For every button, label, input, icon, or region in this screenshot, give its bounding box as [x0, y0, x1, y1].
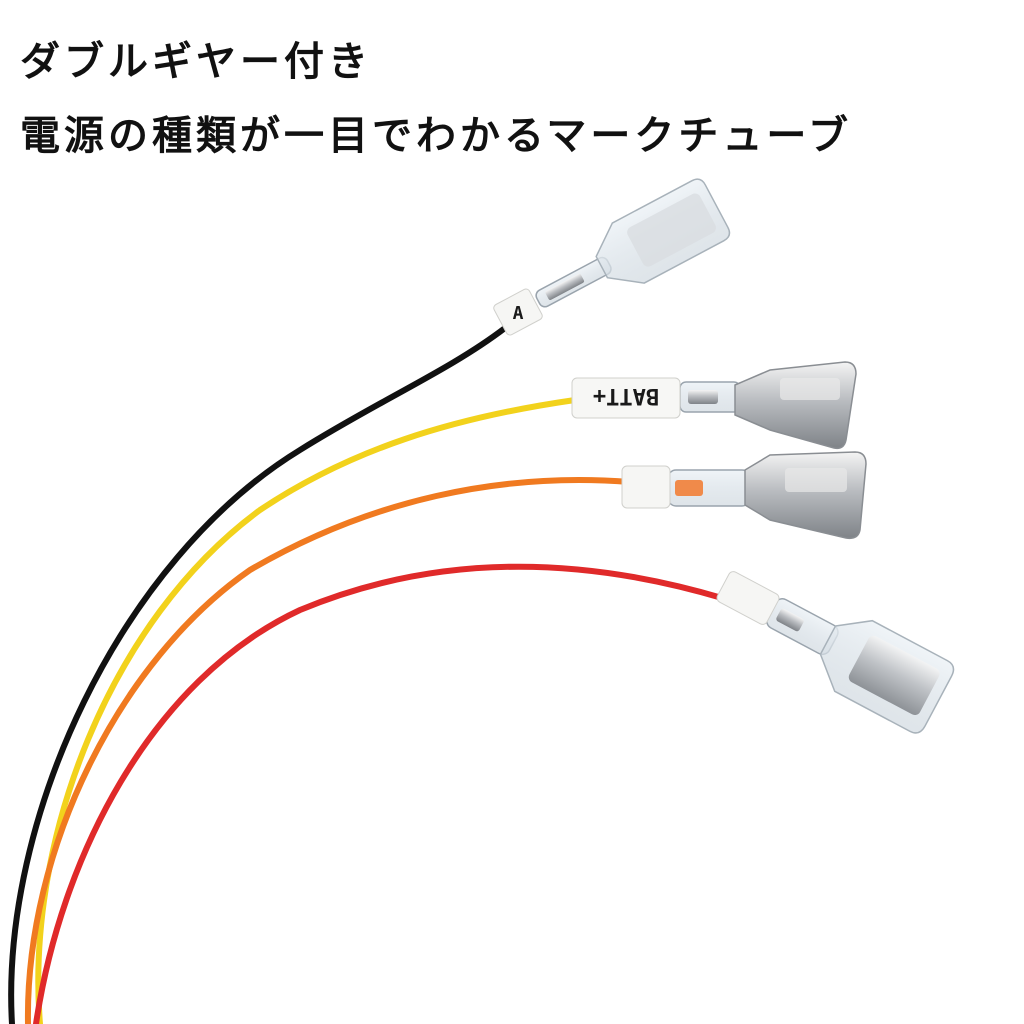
- terminal-red: [766, 598, 955, 734]
- black-wire: [8, 325, 508, 1024]
- red-wire: [33, 563, 725, 1024]
- marker-tube-orange: [621, 465, 671, 509]
- tube-label-a: A: [513, 303, 524, 324]
- terminal-batt: [679, 361, 857, 450]
- orange-wire: [24, 477, 633, 1024]
- marker-tube-red: [716, 571, 780, 625]
- headline-line-2: 電源の種類が一目でわかるマークチューブ: [20, 113, 852, 159]
- marker-tube-a: A: [493, 288, 543, 336]
- terminal-a: [535, 178, 731, 308]
- terminal-orange: [667, 451, 867, 540]
- headline-line-1: ダブルギヤー付き: [20, 39, 372, 85]
- tube-label-batt: BATT+: [593, 383, 659, 408]
- marker-tube-batt: BATT+: [571, 377, 681, 419]
